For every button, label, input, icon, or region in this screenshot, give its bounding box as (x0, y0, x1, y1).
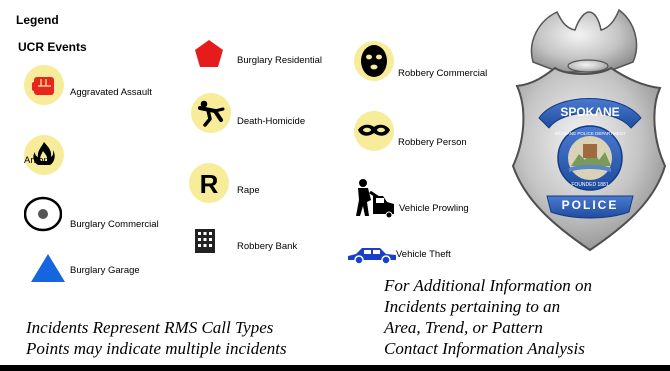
legend-label-burglary-commercial: Burglary Commercial (70, 219, 159, 230)
badge-ring-text: SPOKANE POLICE DEPARTMENT (554, 131, 626, 136)
ski-mask-icon (353, 40, 395, 82)
svg-text:R: R (200, 169, 219, 199)
legend-label-vehicle-prowling: Vehicle Prowling (399, 203, 469, 214)
red-pentagon-icon (193, 38, 225, 70)
flame-icon (23, 134, 65, 176)
note-right-line-1: For Additional Information on (384, 276, 592, 295)
legend-label-robbery-person: Robbery Person (398, 137, 467, 148)
legend-label-aggravated-assault: Aggravated Assault (70, 87, 152, 98)
eye-mask-icon (353, 110, 395, 152)
badge-bottom-text: POLICE (562, 198, 619, 212)
note-left-line-2: Points may indicate multiple incidents (26, 339, 287, 358)
legend-label-death-homicide: Death-Homicide (237, 116, 306, 127)
legend-label-vehicle-theft: Vehicle Theft (396, 249, 451, 260)
legend-label-arson: Arson (24, 155, 49, 166)
note-left-line-1: Incidents Represent RMS Call Types (26, 318, 274, 337)
badge-founded-text: FOUNDED 1881 (571, 182, 608, 188)
legend-title: Legend (16, 13, 59, 27)
legend-label-burglary-garage: Burglary Garage (70, 265, 140, 276)
bank-building-icon (193, 228, 217, 254)
legend-label-robbery-commercial: Robbery Commercial (398, 68, 488, 79)
falling-person-icon (190, 92, 232, 134)
police-badge-icon: SPOKANE SPOKANE POLICE DEPARTMENT FOUNDE… (495, 0, 670, 262)
prowler-icon (353, 178, 395, 220)
blue-triangle-icon (30, 253, 66, 283)
legend-section-title: UCR Events (18, 40, 87, 54)
letter-r-icon: R (188, 162, 230, 204)
target-circle-icon (24, 196, 62, 232)
legend-label-rape: Rape (237, 185, 260, 196)
legend-label-burglary-residential: Burglary Residential (237, 55, 323, 66)
badge-top-text: SPOKANE (560, 105, 619, 119)
legend-label-robbery-bank: Robbery Bank (237, 241, 298, 252)
fist-icon (23, 64, 65, 106)
note-right-line-3: Area, Trend, or Pattern (384, 318, 543, 337)
note-right-line-2: Incidents pertaining to an (384, 297, 561, 316)
note-right-line-4: Contact Information Analysis (384, 339, 585, 358)
blue-car-icon (346, 243, 398, 265)
